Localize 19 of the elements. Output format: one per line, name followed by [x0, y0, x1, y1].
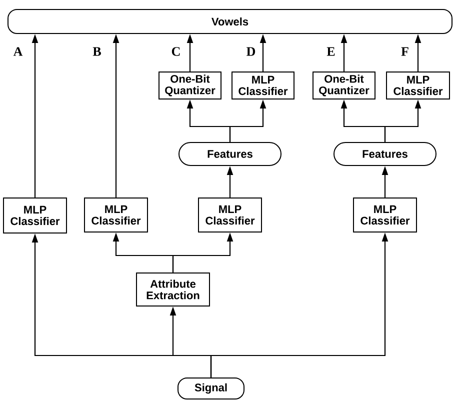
- process-box: Attribute Extraction: [136, 272, 210, 306]
- edge-label: B: [92, 46, 102, 57]
- process-box: MLP Classifier: [3, 198, 67, 234]
- edge-label: A: [12, 46, 24, 57]
- process-box: MLP Classifier: [84, 198, 148, 232]
- rounded-box: Features: [178, 142, 282, 166]
- process-box: MLP Classifier: [386, 72, 450, 100]
- edge-label: E: [326, 46, 336, 57]
- rounded-box: Features: [334, 142, 436, 166]
- edge-label: D: [245, 46, 257, 57]
- rounded-box: Signal: [178, 378, 244, 400]
- process-box: One-Bit Quantizer: [158, 72, 222, 100]
- rounded-box: Vowels: [8, 9, 452, 34]
- edge-label: F: [400, 46, 410, 57]
- edge-label: C: [170, 46, 182, 57]
- process-box: MLP Classifier: [232, 72, 294, 100]
- process-box: One-Bit Quantizer: [312, 72, 376, 100]
- process-box: MLP Classifier: [198, 198, 262, 232]
- process-box: MLP Classifier: [353, 198, 417, 232]
